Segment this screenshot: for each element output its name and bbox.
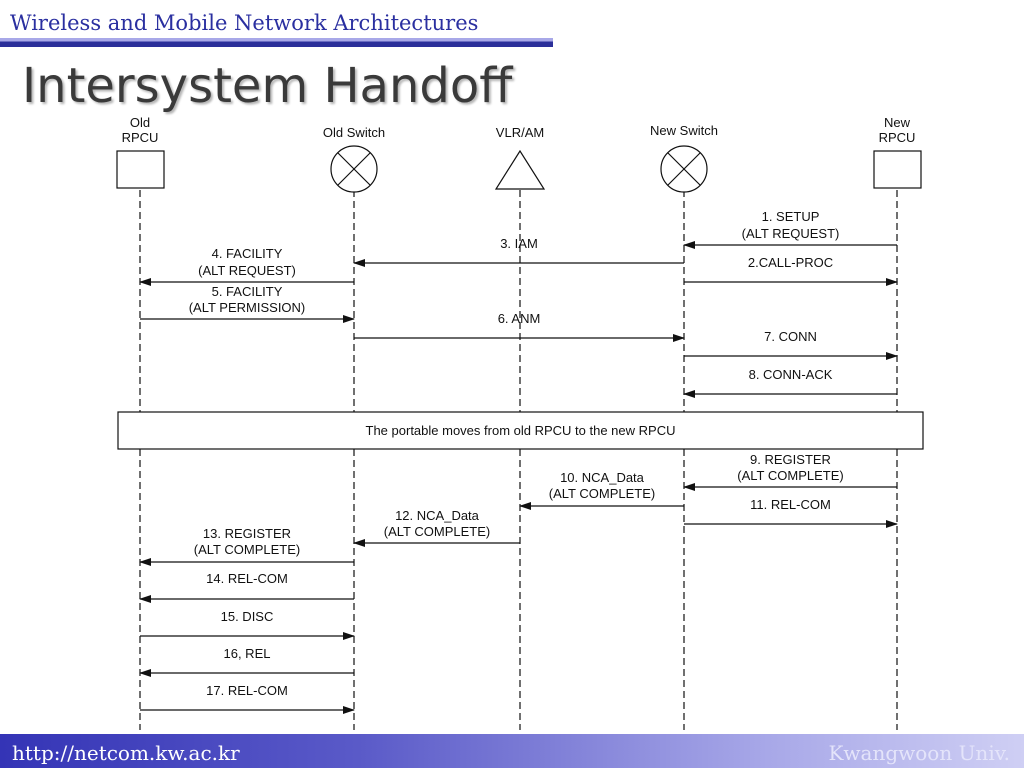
message-label: (ALT COMPLETE) [384,524,490,539]
slide-title: Intersystem Handoff [22,58,513,114]
message-label: 14. REL-COM [206,571,288,586]
header-title: Wireless and Mobile Network Architecture… [10,11,479,35]
message-label: 7. CONN [764,329,817,344]
old-switch-label: Old Switch [323,125,385,140]
message-label: (ALT COMPLETE) [194,542,300,557]
message-label: 17. REL-COM [206,683,288,698]
vlr-am-label: VLR/AM [496,125,544,140]
new-switch-switch-icon [660,145,708,193]
new-rpcu-box [873,150,922,189]
message-label: 3. IAM [500,236,538,251]
old-switch-switch-icon [330,145,378,193]
old-rpcu-label: Old [130,115,150,130]
message-label: 11. REL-COM [750,497,831,512]
footer-bar: http://netcom.kw.ac.kr Kwangwoon Univ. [0,734,1024,768]
old-rpcu-box [116,150,165,189]
message-label: (ALT COMPLETE) [737,468,843,483]
new-rpcu-label: RPCU [879,130,916,145]
old-rpcu-label: RPCU [122,130,159,145]
message-label: 16, REL [224,646,271,661]
footer-institution: Kwangwoon Univ. [828,741,1010,765]
footer-url: http://netcom.kw.ac.kr [12,741,240,765]
handoff-note-box [117,411,924,450]
message-label: 5. FACILITY [212,284,283,299]
message-label: 2.CALL-PROC [748,255,833,270]
message-label: (ALT COMPLETE) [549,486,655,501]
handoff-note-text: The portable moves from old RPCU to the … [366,423,676,438]
message-label: (ALT PERMISSION) [189,300,306,315]
message-label: (ALT REQUEST) [742,226,840,241]
message-label: 4. FACILITY [212,246,283,261]
message-label: 13. REGISTER [203,526,291,541]
message-label: 1. SETUP [762,209,820,224]
vlr-am-triangle-icon [494,149,546,190]
message-label: 12. NCA_Data [395,508,480,523]
message-label: 9. REGISTER [750,452,831,467]
message-label: 10. NCA_Data [560,470,645,485]
message-label: 15. DISC [221,609,274,624]
header-bar [0,38,553,47]
message-label: 8. CONN-ACK [749,367,833,382]
message-label: 6. ANM [498,311,541,326]
new-switch-label: New Switch [650,123,718,138]
new-rpcu-label: New [884,115,911,130]
message-label: (ALT REQUEST) [198,263,296,278]
